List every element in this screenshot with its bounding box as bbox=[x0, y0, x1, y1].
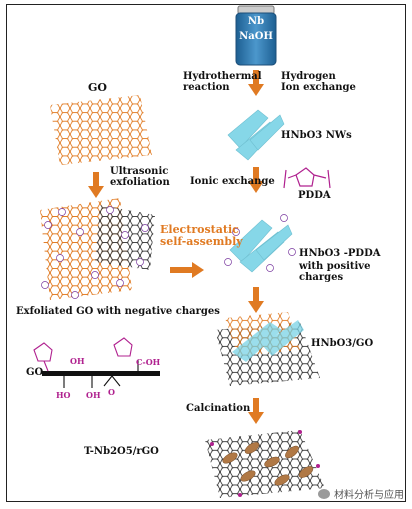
label-pdda: PDDA bbox=[298, 190, 331, 201]
chem-ho: HO bbox=[56, 390, 71, 400]
step-hydrothermal: Hydrothermal reaction bbox=[183, 71, 262, 93]
arrow-go-down bbox=[88, 172, 104, 198]
step-ultrasonic: Ultrasonic exfoliation bbox=[110, 166, 170, 188]
hnbo3-nanowires bbox=[227, 109, 285, 161]
arrow-pdda-to-go bbox=[248, 287, 264, 313]
label-hnbo3-nws: HNbO3 NWs bbox=[281, 130, 352, 141]
t-nb2o5-rgo bbox=[205, 430, 325, 498]
chem-o: O bbox=[108, 387, 115, 397]
arrow-vial-to-nws bbox=[248, 70, 264, 96]
reactor-vial bbox=[235, 5, 277, 66]
chem-oh-2: OH bbox=[86, 390, 101, 400]
label-exfoliated-go: Exfoliated GO with negative charges bbox=[16, 306, 220, 317]
label-go-chem: GO bbox=[26, 367, 44, 378]
chem-oh-1: OH bbox=[70, 356, 85, 366]
step-ionic-exchange: Ionic exchange bbox=[190, 176, 275, 187]
watermark: 材料分析与应用 bbox=[318, 486, 404, 501]
arrow-nws-to-pdda bbox=[248, 167, 264, 193]
label-hnbo3-go: HNbO3/GO bbox=[311, 338, 374, 349]
pdda-molecule bbox=[283, 167, 331, 189]
label-t-nb2o5-rgo: T-Nb2O5/rGO bbox=[84, 446, 159, 457]
watermark-text: 材料分析与应用 bbox=[334, 490, 404, 501]
wechat-icon bbox=[318, 488, 330, 499]
step-hydrogen-exchange: Hydrogen Ion exchange bbox=[281, 71, 356, 93]
label-hnbo3-pdda: HNbO3 -PDDA bbox=[299, 248, 381, 259]
step-electrostatic: Electrostatic self-assembly bbox=[160, 223, 243, 248]
step-calcination: Calcination bbox=[186, 403, 251, 414]
hnbo3-pdda bbox=[224, 214, 296, 273]
arrow-calcination bbox=[248, 398, 264, 424]
label-positive-charges: with positive charges bbox=[299, 261, 371, 283]
hnbo3-go-composite bbox=[215, 312, 320, 386]
vial-label-naoh: NaOH bbox=[239, 31, 273, 42]
vial-label-nb: Nb bbox=[247, 16, 265, 27]
go-chemical-structure bbox=[33, 337, 160, 388]
arrow-to-assembly bbox=[170, 262, 204, 278]
exfoliated-go-sheets bbox=[40, 198, 155, 300]
chem-cooh: C-OH bbox=[136, 357, 161, 367]
go-sheet bbox=[50, 95, 152, 165]
label-go: GO bbox=[88, 81, 107, 94]
